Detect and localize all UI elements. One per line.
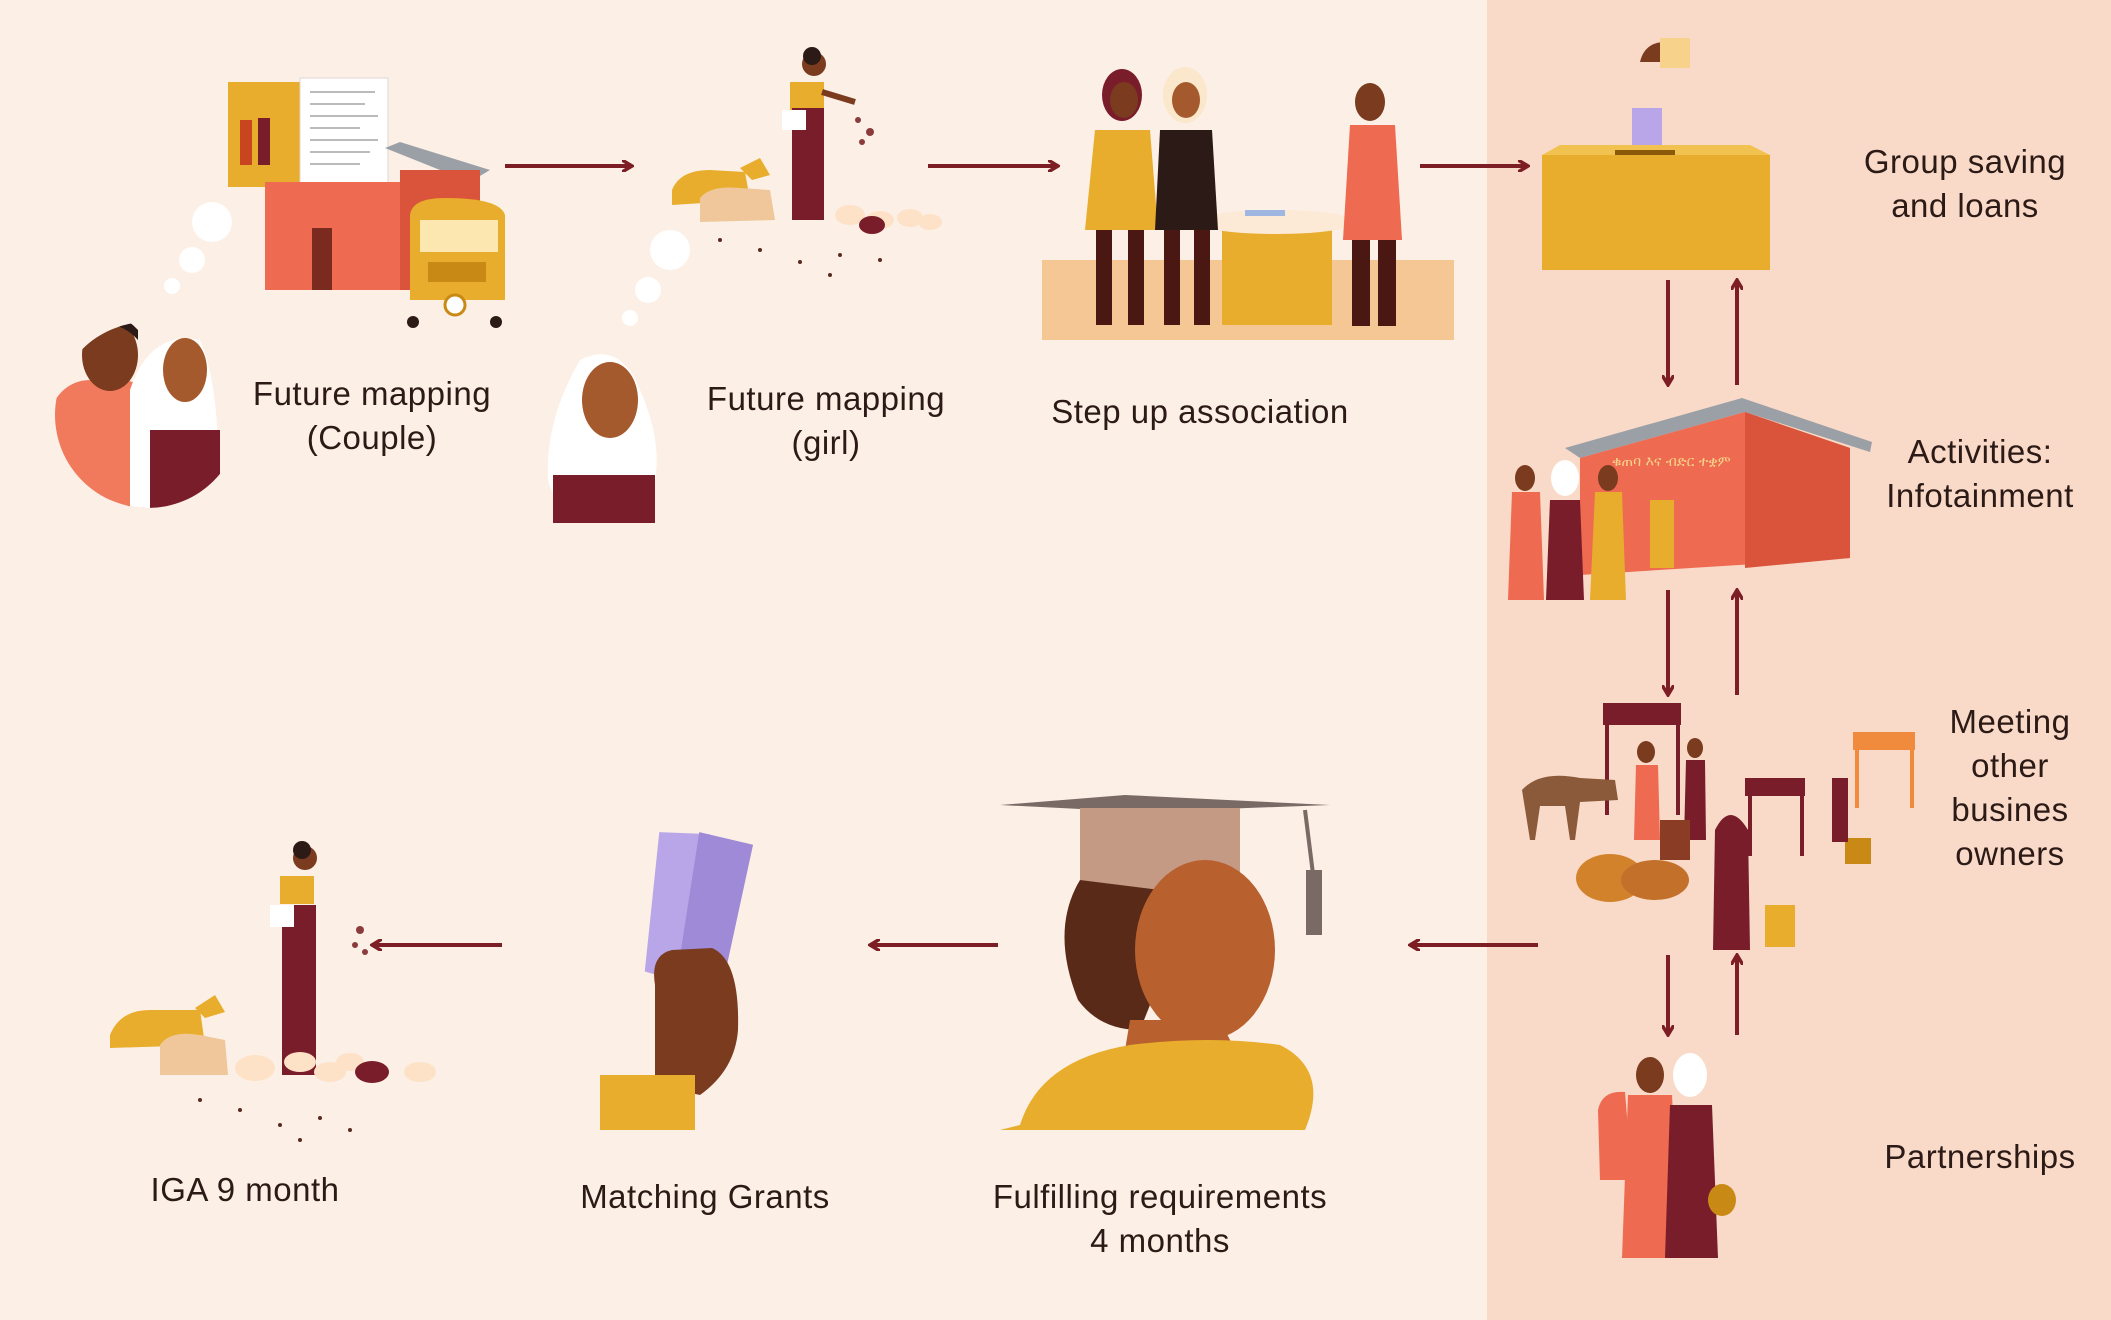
center-sign: ቁጠባ እና ብድር ተቋም	[1612, 454, 1731, 470]
iga-farmer-livestock-icon	[110, 841, 436, 1142]
label-matching-grants: Matching Grants	[580, 1178, 830, 1215]
label-activities: Activities: Infotainment	[1886, 433, 2074, 514]
flyer-poster-icon	[228, 77, 389, 189]
auto-rickshaw-icon	[407, 198, 505, 328]
label-iga: IGA 9 month	[150, 1171, 340, 1208]
girl-portrait-icon	[547, 354, 657, 523]
label-group-saving: Group saving and loans	[1863, 143, 2067, 224]
two-women-partners-icon	[1598, 1053, 1736, 1258]
label-meeting: Meeting other busines owners	[1949, 703, 2071, 872]
label-partnerships: Partnerships	[1884, 1138, 2076, 1175]
graduate-woman-icon	[1000, 795, 1330, 1130]
couple-portrait-icon	[55, 322, 241, 508]
label-fulfilling: Fulfilling requirements 4 months	[992, 1178, 1328, 1259]
label-future-mapping-girl: Future mapping (girl)	[706, 380, 946, 461]
community-center-icon: ቁጠባ እና ብድር ተቋም	[1508, 398, 1872, 600]
hand-with-cash-icon	[600, 832, 754, 1130]
thought-bubbles-girl-icon	[622, 230, 690, 326]
label-step-up-association: Step up association	[1051, 393, 1349, 430]
women-group-table-icon	[1042, 67, 1454, 340]
farmer-with-livestock-icon	[672, 47, 942, 277]
savings-box-icon	[1542, 38, 1770, 270]
market-stalls-icon	[1522, 703, 1915, 950]
thought-bubbles-icon	[164, 202, 232, 294]
label-future-mapping-couple: Future mapping (Couple)	[252, 375, 492, 456]
